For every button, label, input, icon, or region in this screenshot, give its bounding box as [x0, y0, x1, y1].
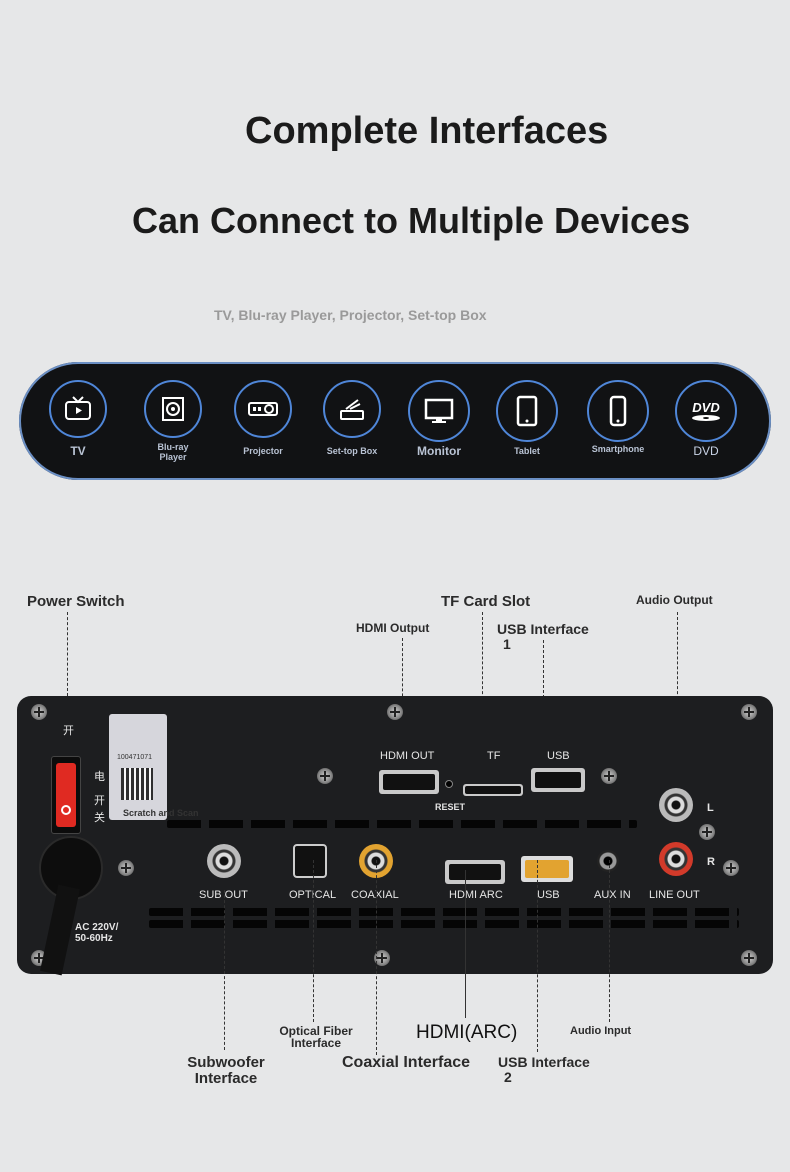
bluray-icon [162, 397, 184, 421]
callout-usb-1: USB Interface [497, 621, 589, 637]
device-projector: Projector [228, 380, 298, 456]
rear-panel: 开 关 电 开 关 100471071 Scratch and Scan AC … [17, 696, 773, 976]
tablet-icon [516, 395, 538, 427]
callout-subwoofer: Subwoofer Interface [187, 1054, 265, 1087]
device-bluray: Blu-ray Player [138, 380, 208, 462]
device-tv: TV [43, 380, 113, 458]
screw-icon [699, 824, 715, 840]
leader-line [313, 860, 314, 1022]
callout-usb-2: USB Interface [498, 1054, 590, 1070]
screw-icon [118, 860, 134, 876]
screw-icon [374, 950, 390, 966]
leader-line [67, 612, 68, 772]
dvd-icon: DVD [692, 400, 720, 421]
optical-port[interactable] [293, 844, 327, 878]
sticker-code: 100471071 [117, 754, 153, 761]
label-hdmi-arc: HDMI ARC [449, 889, 503, 901]
leader-line [537, 860, 538, 1052]
callout-coaxial: Coaxial Interface [342, 1054, 471, 1071]
device-label: TV [70, 444, 86, 458]
audio-output-l-jack[interactable] [659, 788, 693, 822]
device-bar: TV Blu-ray Player Projector Set-top Box … [19, 362, 771, 480]
device-tablet: Tablet [492, 380, 562, 456]
hdmi-out-port[interactable] [379, 770, 439, 794]
screw-icon [601, 768, 617, 784]
label-line-out: LINE OUT [649, 889, 700, 901]
qr-sticker: 100471071 Scratch and Scan [109, 714, 199, 820]
vent-row [149, 908, 739, 916]
vent-row [167, 820, 637, 828]
usb-port-2[interactable] [521, 856, 573, 882]
sticker-text: Scratch and Scan [123, 808, 199, 818]
settop-box-icon [340, 399, 364, 420]
power-switch[interactable] [51, 756, 81, 834]
device-settop: Set-top Box [317, 380, 387, 456]
callout-tf-card-slot: TF Card Slot [441, 593, 531, 610]
device-label: Blu-ray Player [157, 442, 189, 462]
tv-icon [65, 396, 91, 420]
switch-side-char: 开 [94, 795, 105, 807]
screw-icon [387, 704, 403, 720]
devices-line: TV, Blu-ray Player, Projector, Set-top B… [214, 307, 487, 323]
reset-button[interactable] [445, 780, 453, 788]
leader-line [376, 860, 377, 1055]
label-hdmi-out: HDMI OUT [380, 750, 435, 762]
projector-icon [248, 402, 278, 416]
label-coaxial: COAXIAL [351, 889, 399, 901]
switch-side-char: 关 [94, 812, 105, 824]
label-reset: RESET [435, 802, 466, 812]
label-l: L [707, 802, 714, 814]
callout-usb-2-num: 2 [504, 1069, 512, 1085]
leader-line [465, 870, 466, 1018]
label-usb-top: USB [547, 750, 570, 762]
callout-audio-input: Audio Input [570, 1025, 632, 1037]
smartphone-icon [609, 395, 627, 427]
screw-icon [741, 950, 757, 966]
label-usb-bottom: USB [537, 889, 560, 901]
leader-line [609, 860, 610, 1022]
usb-port-1[interactable] [531, 768, 585, 792]
device-label: Monitor [417, 444, 461, 458]
device-monitor: Monitor [404, 380, 474, 458]
svg-text:DVD: DVD [692, 400, 720, 415]
device-label: Smartphone [591, 444, 645, 454]
callout-audio-output: Audio Output [636, 593, 713, 607]
callout-hdmi-output: HDMI Output [356, 621, 430, 635]
vent-row [149, 920, 739, 928]
headline-subtitle: Can Connect to Multiple Devices [132, 200, 691, 241]
hdmi-arc-port[interactable] [445, 860, 505, 884]
leader-line [224, 890, 225, 1050]
power-cable [40, 884, 80, 976]
tf-card-slot[interactable] [463, 784, 523, 796]
callout-usb-1-num: 1 [503, 636, 511, 652]
switch-side-char: 电 [94, 771, 105, 783]
label-r: R [707, 856, 715, 868]
label-optical: OPTICAL [289, 889, 337, 901]
power-rating: AC 220V/ 50-60Hz [75, 922, 119, 944]
screw-icon [317, 768, 333, 784]
device-dvd: DVD DVD [671, 380, 741, 458]
device-label: DVD [693, 444, 719, 458]
label-aux-in: AUX IN [594, 889, 631, 901]
screw-icon [723, 860, 739, 876]
audio-output-r-jack[interactable] [659, 842, 693, 876]
callout-power-switch: Power Switch [27, 593, 125, 610]
callout-hdmi-arc: HDMI(ARC) [416, 1022, 518, 1043]
device-label: Projector [243, 446, 283, 456]
callout-optical: Optical Fiber Interface [279, 1024, 353, 1050]
subout-jack[interactable] [207, 844, 241, 878]
device-label: Tablet [514, 446, 540, 456]
label-tf: TF [487, 750, 501, 762]
screw-icon [31, 704, 47, 720]
switch-char-on: 开 [63, 725, 74, 737]
screw-icon [741, 704, 757, 720]
label-subout: SUB OUT [199, 889, 248, 901]
monitor-icon [424, 398, 454, 423]
device-smartphone: Smartphone [583, 380, 653, 454]
device-label: Set-top Box [326, 446, 378, 456]
aux-in-jack[interactable] [597, 850, 619, 872]
